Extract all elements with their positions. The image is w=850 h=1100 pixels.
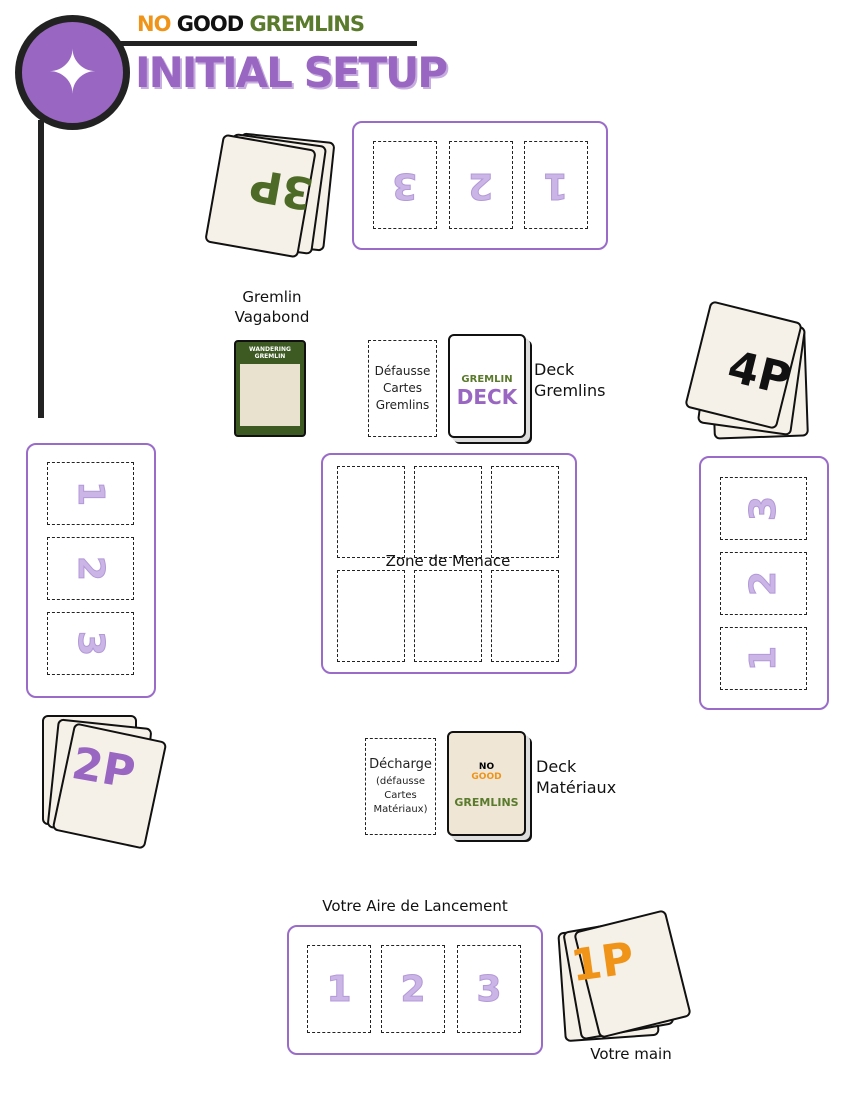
threat-slot <box>491 570 559 662</box>
deck-label: 3P <box>246 157 317 220</box>
slot-number: 1 <box>543 164 569 206</box>
launch-area <box>287 925 543 1055</box>
material-deck-label: Deck Matériaux <box>536 757 617 797</box>
slot-number: 3 <box>476 968 502 1010</box>
deck-4p: 4P <box>684 300 812 440</box>
slot-number: 2 <box>70 555 112 582</box>
threat-zone <box>321 453 577 674</box>
card-text: GREMLINS <box>454 795 519 809</box>
gremlin-deck-label: Deck Gremlins <box>534 360 606 400</box>
deck-3p: 3P <box>204 132 336 259</box>
slot-number: 2 <box>468 164 494 206</box>
slot: 1 <box>307 945 371 1033</box>
slot-number: 3 <box>392 164 418 206</box>
brand-no: NO <box>137 12 171 36</box>
slot: 1 <box>720 627 807 690</box>
gremlin-discard-slot: Défausse Cartes Gremlins <box>368 340 437 437</box>
card-text: WANDERING GREMLIN <box>249 346 291 360</box>
brand-gremlins: GREMLINS <box>249 12 365 36</box>
hand-label: Votre main <box>590 1045 672 1063</box>
vertical-line <box>38 120 44 418</box>
gremlin-vagabond-card: WANDERING GREMLIN <box>234 340 306 437</box>
deck-label: 2P <box>68 737 139 800</box>
slot: 3 <box>720 477 807 540</box>
slot: 1 <box>47 462 134 525</box>
launch-area-title: Votre Aire de Lancement <box>322 897 508 915</box>
threat-slot <box>491 466 559 558</box>
material-deck-card: NO GOOD GREMLINS <box>447 731 526 836</box>
slot-number: 2 <box>400 968 426 1010</box>
threat-zone-label: Zone de Menace <box>385 552 511 570</box>
slot: 3 <box>373 141 437 229</box>
brand-good: GOOD <box>176 12 244 36</box>
slot-number: 1 <box>743 645 785 672</box>
brand-title: NO GOOD GREMLINS <box>137 12 365 36</box>
gremlin-deck-card: GREMLIN DECK <box>448 334 526 438</box>
threat-slot <box>414 466 482 558</box>
slot: 1 <box>524 141 588 229</box>
threat-slot <box>414 570 482 662</box>
material-discard-slot: Décharge (défausse Cartes Matériaux) <box>365 738 436 835</box>
slot-number: 1 <box>70 480 112 507</box>
material-discard-label: Décharge <box>369 757 432 773</box>
slot: 2 <box>720 552 807 615</box>
deck-2p: 2P <box>40 713 168 850</box>
material-discard-sub: (défausse Cartes Matériaux) <box>373 775 428 815</box>
slot: 2 <box>47 537 134 600</box>
page-title: INITIAL SETUP <box>135 48 448 97</box>
threat-slot <box>337 466 405 558</box>
slot-number: 2 <box>743 570 785 597</box>
header-line <box>120 41 417 46</box>
slot-number: 3 <box>743 495 785 522</box>
deck-1p: 1P <box>557 909 695 1043</box>
slot: 2 <box>449 141 513 229</box>
threat-slot <box>337 570 405 662</box>
slot: 2 <box>381 945 445 1033</box>
logo-gremlin-icon: ✦ <box>15 15 130 130</box>
deck-label: 1P <box>567 932 638 993</box>
slot: 3 <box>457 945 521 1033</box>
card-text: GOOD <box>471 771 502 782</box>
card-text: DECK <box>456 385 518 409</box>
card-text: NO <box>478 762 495 772</box>
slot-number: 1 <box>326 968 352 1010</box>
gremlin-vagabond-label: Gremlin Vagabond <box>234 288 310 326</box>
slot-number: 3 <box>70 630 112 657</box>
card-text: GREMLIN <box>461 374 513 385</box>
slot: 3 <box>47 612 134 675</box>
